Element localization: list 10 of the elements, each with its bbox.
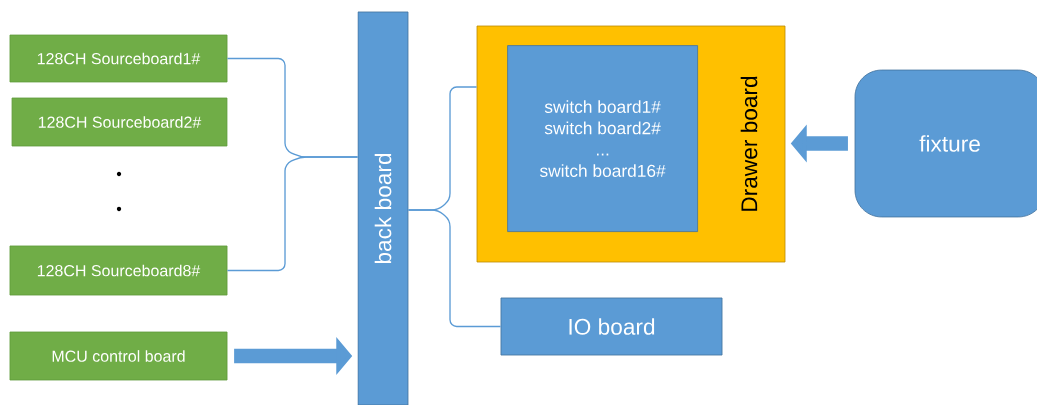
fixture-box: fixture — [854, 69, 1037, 218]
board-box: switch board1# switch board2# ... switch board16# — [507, 45, 698, 232]
brace-connector — [407, 209, 502, 328]
brace-connector — [226, 156, 359, 272]
board-box: MCU control board — [9, 331, 228, 381]
board-box: 128CH Sourceboard1# — [9, 34, 228, 83]
backplane-bar: back board — [357, 11, 409, 405]
board-box: IO board — [500, 297, 723, 356]
board-box: 128CH Sourceboard2# — [11, 97, 228, 147]
board-box: 128CH Sourceboard8# — [9, 245, 228, 296]
